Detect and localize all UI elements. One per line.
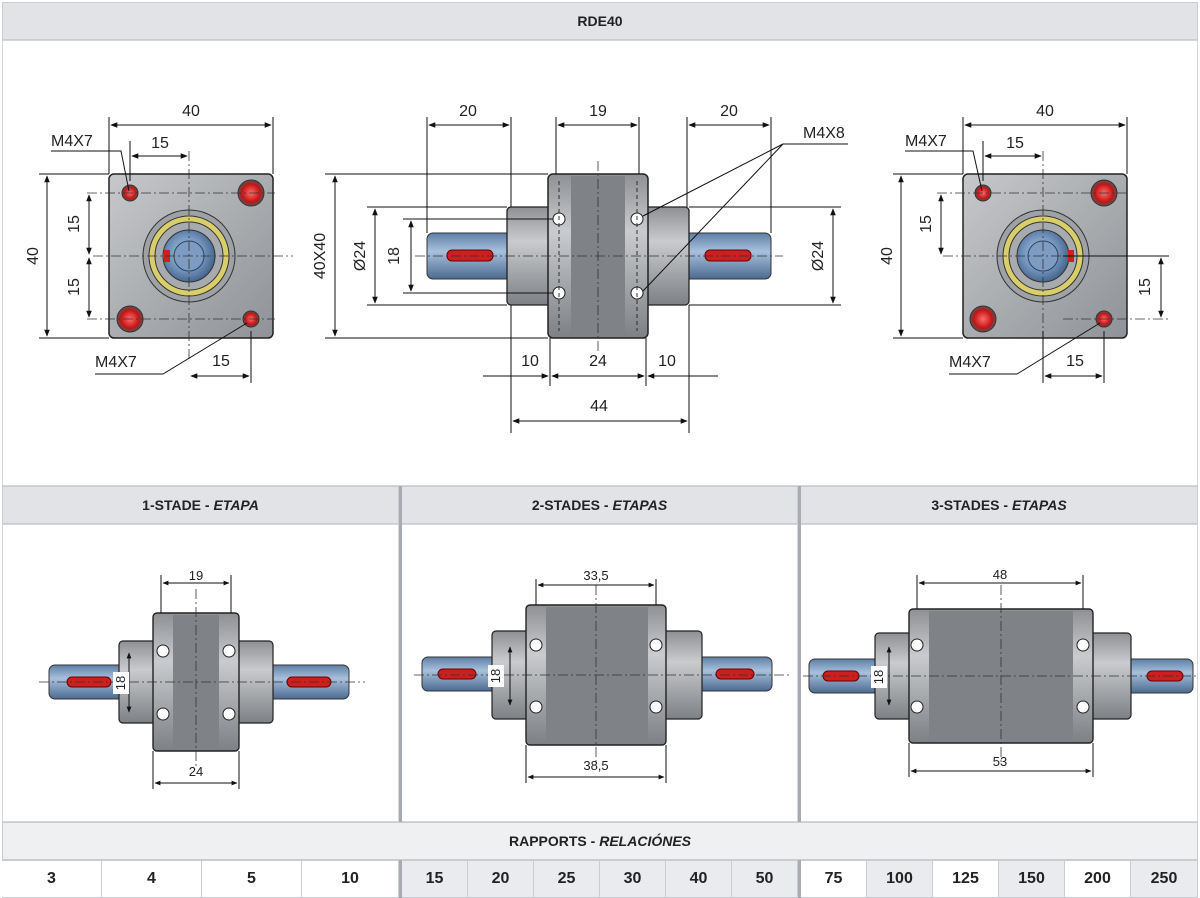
stage-label-es: ETAPAS	[1011, 497, 1067, 513]
thread-label: M4X8	[803, 125, 845, 142]
thread-label: M4X7	[949, 354, 991, 371]
stage-1-drawing: 19 24 18	[39, 568, 365, 789]
dim-label: 15	[212, 353, 230, 370]
ratio-cell: 10	[302, 860, 399, 898]
left-end-view: 40 15 M4X7 40 15 15 15 M4X7	[25, 103, 293, 383]
dim-label: 10	[658, 353, 676, 370]
ratio-cell: 25	[534, 860, 600, 898]
ratio-cell: 75	[801, 860, 867, 898]
ratio-cell: 250	[1131, 860, 1198, 898]
dim-label: Ø24	[352, 241, 369, 271]
dim-label: 15	[66, 215, 83, 233]
dim-label: 33,5	[583, 568, 608, 583]
ratios-label: RAPPORTS	[508, 833, 587, 849]
ratios-label-es: RELACIÓNES	[599, 833, 692, 849]
dim-label: 18	[113, 676, 128, 690]
main-drawing: 40 15 M4X7 40 15 15 15 M4X7	[25, 103, 1169, 433]
main-drawing-panel: 40 15 M4X7 40 15 15 15 M4X7	[2, 40, 1198, 486]
dim-label: 40	[879, 247, 896, 265]
dim-label: Ø24	[810, 241, 827, 271]
dim-label: 53	[993, 754, 1007, 769]
dim-label: 18	[488, 669, 503, 683]
stage-panel-2: 33,5 38,5 18	[401, 524, 798, 822]
dim-label: 44	[590, 398, 608, 415]
dim-label: 24	[189, 764, 203, 779]
stage-label: 1-STADE	[142, 497, 202, 513]
stage-divider	[399, 486, 402, 898]
right-end-view: 40 15 M4X7 40 15 15 15 M4X7	[879, 103, 1169, 383]
ratio-cell: 150	[999, 860, 1065, 898]
ratio-cell: 30	[600, 860, 666, 898]
stage-label-es: ETAPAS	[612, 497, 668, 513]
title-text: RDE40	[577, 13, 623, 29]
ratio-cell: 5	[202, 860, 302, 898]
ratio-cell: 3	[2, 860, 102, 898]
dim-label: 18	[871, 670, 886, 684]
dim-label: 24	[589, 353, 607, 370]
stage-label: 3-STADES	[931, 497, 1000, 513]
stage-2-drawing: 33,5 38,5 18	[414, 568, 792, 783]
stage-panel-1: 19 24 18	[2, 524, 399, 822]
dim-label: 40	[1036, 103, 1054, 120]
dim-label: 10	[521, 353, 539, 370]
stage-label: 2-STADES	[531, 497, 601, 513]
ratio-cell: 40	[666, 860, 732, 898]
dim-label: 48	[993, 567, 1007, 582]
dim-label: 18	[386, 247, 403, 265]
ratio-cell: 15	[402, 860, 468, 898]
dim-label: 40	[25, 247, 42, 265]
thread-label: M4X7	[95, 354, 137, 371]
dim-label: 20	[459, 103, 477, 120]
dim-label: 38,5	[583, 758, 608, 773]
stage-sep: -	[999, 497, 1012, 513]
dim-label: 15	[1006, 135, 1024, 152]
ratio-cell: 200	[1065, 860, 1131, 898]
ratios-header: RAPPORTS - RELACIÓNES	[2, 822, 1198, 860]
stage-label-es: ETAPA	[213, 497, 259, 513]
dim-label: 40X40	[312, 233, 329, 279]
title-header: RDE40	[2, 2, 1198, 40]
ratio-cell: 125	[933, 860, 999, 898]
dim-label: 15	[1066, 353, 1084, 370]
stage-header-1: 1-STADE - ETAPA	[2, 486, 399, 524]
stage-header-3: 3-STADES - ETAPAS	[800, 486, 1198, 524]
stage-sep: -	[201, 497, 214, 513]
dim-label: 40	[182, 103, 200, 120]
stage-3-drawing: 48 53 18	[803, 567, 1197, 777]
dim-label: 20	[720, 103, 738, 120]
dim-label: 15	[66, 278, 83, 296]
thread-label: M4X7	[905, 133, 947, 150]
ratio-cell: 20	[468, 860, 534, 898]
dim-label: 19	[589, 103, 607, 120]
dim-label: 15	[151, 135, 169, 152]
dim-label: 15	[1137, 278, 1154, 296]
ratio-cell: 4	[102, 860, 202, 898]
dim-label: 15	[918, 215, 935, 233]
stage-panel-3: 48 53 18	[800, 524, 1198, 822]
center-side-view: 20 19 20 M4X8 40X40 Ø24 18 Ø24	[312, 103, 848, 433]
ratio-cell: 100	[867, 860, 933, 898]
ratios-sep: -	[586, 833, 600, 849]
dim-label: 19	[189, 568, 203, 583]
thread-label: M4X7	[51, 133, 93, 150]
stage-header-2: 2-STADES - ETAPAS	[401, 486, 798, 524]
stage-sep: -	[600, 497, 613, 513]
ratio-cell: 50	[732, 860, 798, 898]
stage-divider	[798, 486, 801, 898]
